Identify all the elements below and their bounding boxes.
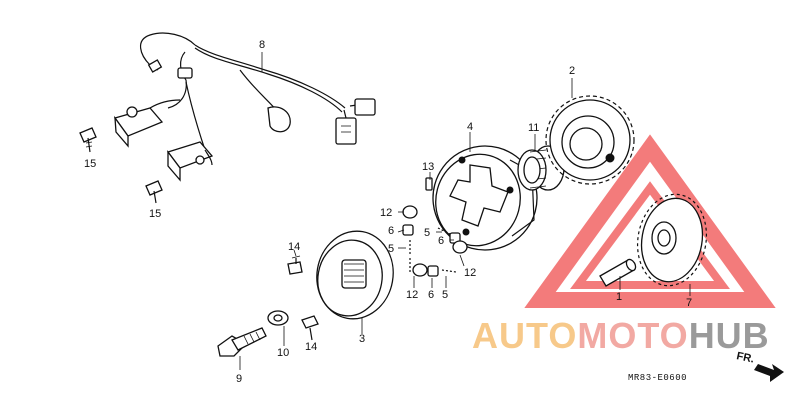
callout-14-lower: 14	[305, 341, 317, 353]
screw-15-lower	[145, 180, 163, 204]
starter-clutch-outer	[432, 145, 538, 251]
starter-clutch-plate	[316, 230, 394, 320]
drive-gear	[636, 193, 708, 287]
washer	[267, 310, 289, 326]
callout-7: 7	[686, 297, 692, 309]
front-direction-indicator: FR.	[735, 350, 784, 382]
callout-12-lower: 12	[406, 289, 418, 301]
direction-label: FR.	[735, 350, 755, 365]
callout-15-upper: 15	[84, 158, 96, 170]
callout-12-upper: 12	[380, 207, 392, 219]
screw-15-upper	[79, 127, 97, 153]
wiring-harness	[140, 32, 376, 151]
drawing-code: MR83-E0600	[628, 373, 687, 383]
shaft-pin	[599, 258, 637, 287]
callout-6-lower: 6	[428, 289, 434, 301]
watermark-moto: MOTO	[577, 315, 688, 356]
bolt-14-upper	[287, 255, 303, 275]
pulse-generator-lower	[166, 141, 214, 182]
flange-bolt	[217, 327, 267, 357]
watermark-auto: AUTO	[472, 315, 577, 356]
watermark-text: AUTOMOTOHUB	[472, 315, 770, 356]
callout-2: 2	[569, 65, 575, 77]
svg-text:AUTOMOTOHUB: AUTOMOTOHUB	[472, 315, 770, 356]
callout-14-upper: 14	[288, 241, 300, 253]
callout-6-right: 6	[438, 235, 444, 247]
rollers-springs	[402, 177, 468, 277]
callout-6-left: 6	[388, 225, 394, 237]
callout-5-lower: 5	[442, 289, 448, 301]
callout-12-right: 12	[464, 267, 476, 279]
callout-11: 11	[528, 122, 539, 134]
starter-driven-gear	[545, 95, 635, 185]
callout-5-left: 5	[388, 243, 394, 255]
bolt-14-lower	[301, 315, 319, 341]
leader-lines	[239, 52, 691, 370]
callout-5-upper: 5	[424, 227, 430, 239]
callout-8: 8	[259, 39, 265, 51]
callout-1: 1	[616, 291, 622, 303]
direction-arrow-icon	[754, 364, 784, 382]
pulse-generator-upper	[113, 99, 181, 148]
callout-3: 3	[359, 333, 365, 345]
watermark-hub: HUB	[689, 315, 770, 356]
callout-13: 13	[422, 161, 434, 173]
callout-labels: 1 2 3 4 5 5 5 6 6 6 7 8 9 10 11 12 12 12…	[84, 39, 692, 385]
callout-9: 9	[236, 373, 242, 385]
callout-4: 4	[467, 121, 473, 133]
callout-10: 10	[277, 347, 289, 359]
callout-15-lower: 15	[149, 208, 161, 220]
